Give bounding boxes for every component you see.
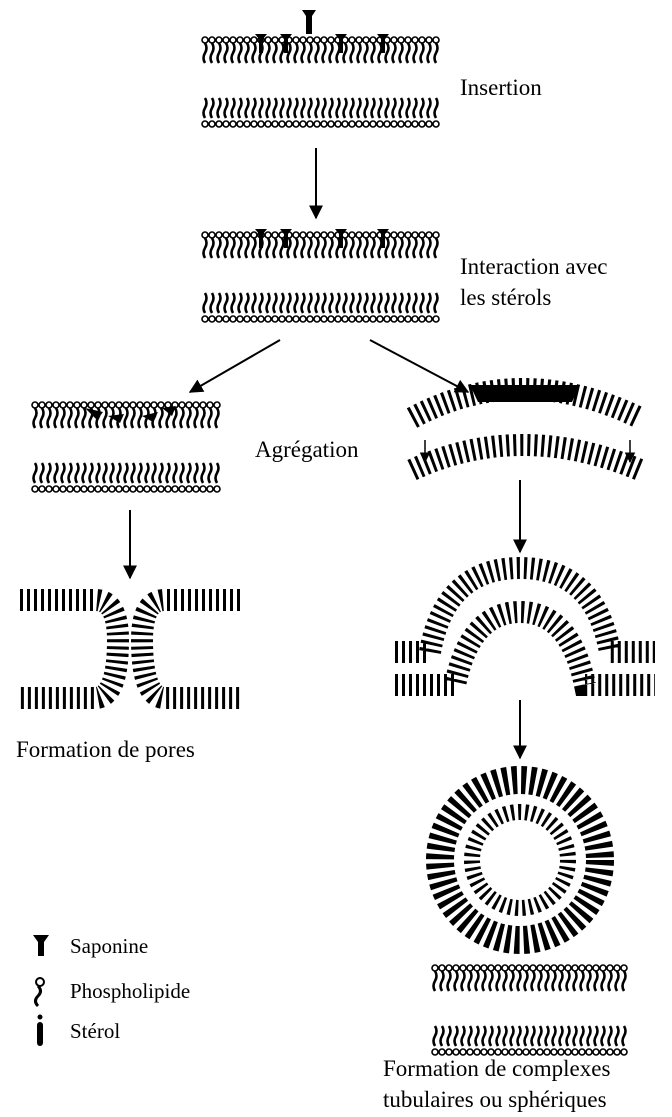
bilayer-aggregation-right — [406, 378, 645, 481]
label-interaction-line2: les stérols — [460, 285, 552, 310]
legend-saponin-label: Saponine — [70, 934, 149, 958]
arrow-to-aggregation-left — [188, 339, 281, 393]
label-complexes-line2: tubulaires ou sphériques — [383, 1087, 607, 1112]
label-complexes-line1: Formation de complexes — [383, 1056, 611, 1081]
bilayer-bottom — [431, 964, 628, 1056]
saponin-icon — [302, 10, 316, 34]
bilayer-insertion — [201, 34, 440, 128]
label-aggregation: Agrégation — [255, 437, 359, 462]
arrow-to-aggregation-right — [369, 339, 470, 393]
spherical-complex — [426, 766, 614, 954]
sterol-legend-icon — [37, 1014, 43, 1046]
label-pores: Formation de pores — [16, 737, 195, 762]
saponin-legend-icon — [33, 935, 49, 956]
label-insertion: Insertion — [460, 75, 542, 100]
label-interaction-line1: Interaction avec — [460, 254, 608, 279]
bilayer-interaction — [201, 229, 440, 323]
legend-phospholipid-label: Phospholipide — [70, 979, 191, 1003]
tubular-complex — [395, 556, 655, 696]
saponin-cluster-left — [85, 406, 176, 423]
legend-sterol-label: Stérol — [70, 1019, 121, 1043]
phospholipid-legend-icon — [34, 977, 45, 1008]
bilayer-aggregation-left — [31, 401, 221, 493]
pore-structure — [20, 589, 240, 709]
